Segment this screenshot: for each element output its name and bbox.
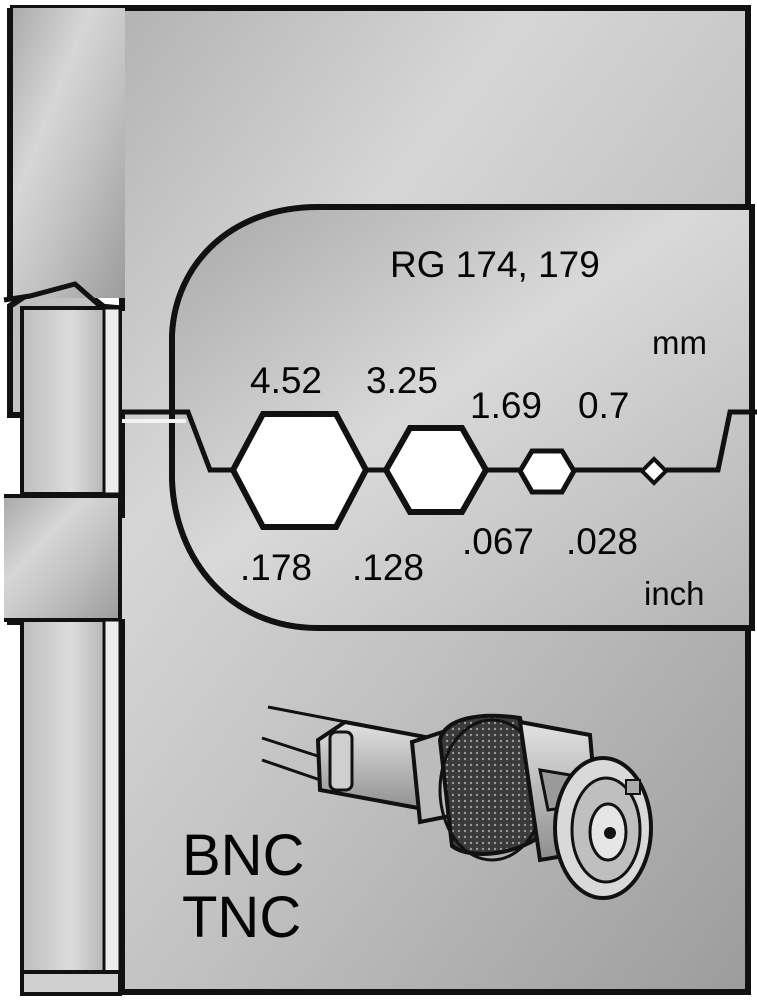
left-rail-lower-edge [102, 618, 122, 982]
crimp-cavity-4 [639, 456, 669, 486]
cable-type-label: RG 174, 179 [390, 244, 600, 285]
size-mm-3: 1.69 [470, 385, 542, 426]
connector-illustration [261, 705, 653, 900]
connector-type-tnc: TNC [182, 885, 301, 950]
size-inch-2: .128 [352, 547, 424, 588]
crimp-cavity-2 [382, 425, 490, 515]
unit-inch-label: inch [644, 575, 705, 612]
crimp-cavity-3 [517, 448, 577, 495]
size-mm-2: 3.25 [366, 360, 438, 401]
plate-top-left [10, 8, 125, 298]
size-mm-1: 4.52 [250, 360, 322, 401]
size-inch-3: .067 [462, 521, 534, 562]
left-rail-foot [20, 970, 122, 996]
jaw-line [122, 409, 757, 473]
size-mm-4: 0.7 [578, 385, 629, 426]
size-inch-4: .028 [566, 521, 638, 562]
connector-type-bnc: BNC [182, 823, 304, 888]
left-rail-upper-edge [102, 306, 122, 496]
unit-mm-label: mm [652, 324, 707, 361]
crimp-cavity-1 [229, 411, 370, 530]
left-tab-middle [4, 494, 122, 622]
size-inch-1: .178 [240, 547, 312, 588]
